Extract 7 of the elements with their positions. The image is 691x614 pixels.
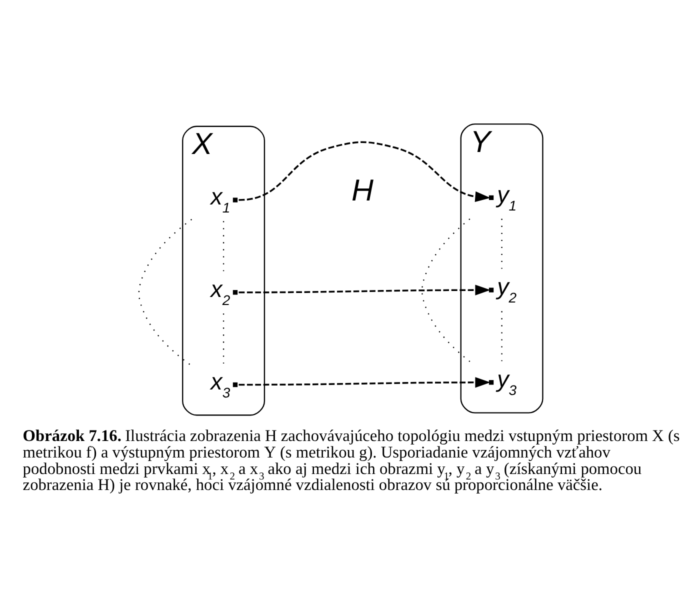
node-label: x$_{3}$ [210, 368, 230, 400]
node-label: y$_{3}$ [497, 366, 517, 398]
node-label: y$_{1}$ [497, 181, 517, 214]
node-label: x$_{1}$ [210, 184, 230, 216]
node-label: x$_{2}$ [210, 276, 230, 308]
label: H [352, 173, 374, 208]
node-label: y$_{2}$ [497, 274, 517, 306]
